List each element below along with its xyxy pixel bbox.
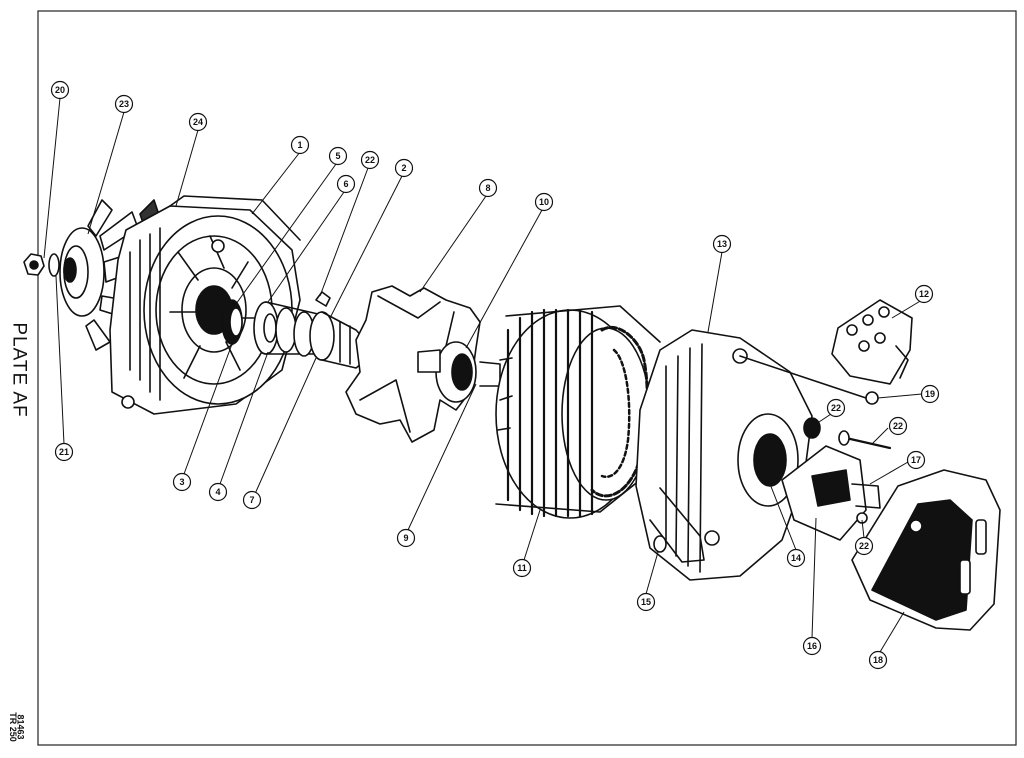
callout-5: 5 bbox=[328, 146, 348, 166]
brush-box bbox=[781, 445, 881, 541]
svg-text:1: 1 bbox=[297, 140, 302, 150]
svg-text:22: 22 bbox=[831, 403, 841, 413]
callout-12: 12 bbox=[914, 284, 934, 304]
svg-text:5: 5 bbox=[335, 151, 340, 161]
plate-frame bbox=[37, 10, 1017, 746]
svg-text:12: 12 bbox=[919, 289, 929, 299]
rotor bbox=[345, 285, 501, 443]
callout-4: 4 bbox=[208, 482, 228, 502]
svg-text:9: 9 bbox=[403, 533, 408, 543]
svg-text:21: 21 bbox=[59, 447, 69, 457]
callout-15: 15 bbox=[636, 592, 656, 612]
through-screw bbox=[803, 417, 892, 450]
callout-17: 17 bbox=[906, 450, 926, 470]
callout-9: 9 bbox=[396, 528, 416, 548]
svg-text:19: 19 bbox=[925, 389, 935, 399]
callout-20: 20 bbox=[50, 80, 70, 100]
callout-22-b: 22 bbox=[826, 398, 846, 418]
stator bbox=[495, 305, 661, 519]
pulley-nut bbox=[23, 253, 60, 277]
callout-23: 23 bbox=[114, 94, 134, 114]
svg-text:7: 7 bbox=[249, 495, 254, 505]
drive-end-bracket bbox=[109, 195, 301, 415]
callout-24: 24 bbox=[188, 112, 208, 132]
callout-22-c: 22 bbox=[888, 416, 908, 436]
callout-3: 3 bbox=[172, 472, 192, 492]
callout-22-a: 22 bbox=[360, 150, 380, 170]
svg-text:22: 22 bbox=[859, 541, 869, 551]
rectifier-pack bbox=[831, 299, 913, 405]
callout-16: 16 bbox=[802, 636, 822, 656]
callout-22-d: 22 bbox=[854, 536, 874, 556]
callout-18: 18 bbox=[868, 650, 888, 670]
svg-text:15: 15 bbox=[641, 597, 651, 607]
callout-7: 7 bbox=[242, 490, 262, 510]
svg-text:17: 17 bbox=[911, 455, 921, 465]
svg-text:20: 20 bbox=[55, 85, 65, 95]
plate-title: PLATE AF bbox=[4, 300, 34, 440]
svg-text:8: 8 bbox=[485, 183, 490, 193]
callout-11: 11 bbox=[512, 558, 532, 578]
svg-text:11: 11 bbox=[517, 563, 527, 573]
svg-text:3: 3 bbox=[179, 477, 184, 487]
callout-1: 1 bbox=[290, 135, 310, 155]
leader-lines bbox=[43, 97, 923, 653]
reference-block: 81463 TR 250 bbox=[4, 700, 44, 758]
callout-2: 2 bbox=[394, 158, 414, 178]
svg-text:13: 13 bbox=[717, 239, 727, 249]
svg-text:22: 22 bbox=[365, 155, 375, 165]
svg-text:18: 18 bbox=[873, 655, 883, 665]
callout-14: 14 bbox=[786, 548, 806, 568]
callout-19: 19 bbox=[920, 384, 940, 404]
svg-text:16: 16 bbox=[807, 641, 817, 651]
end-cover bbox=[851, 469, 1001, 631]
svg-text:6: 6 bbox=[343, 179, 348, 189]
svg-text:22: 22 bbox=[893, 421, 903, 431]
svg-text:24: 24 bbox=[193, 117, 203, 127]
callout-21: 21 bbox=[54, 442, 74, 462]
cooling-fan bbox=[59, 199, 161, 351]
callout-10: 10 bbox=[534, 192, 554, 212]
svg-text:23: 23 bbox=[119, 99, 129, 109]
callout-13: 13 bbox=[712, 234, 732, 254]
plate-label: PLATE AF bbox=[9, 322, 31, 418]
bearing-assembly bbox=[221, 291, 377, 369]
svg-text:14: 14 bbox=[791, 553, 801, 563]
callout-8: 8 bbox=[478, 178, 498, 198]
svg-text:2: 2 bbox=[401, 163, 406, 173]
svg-text:4: 4 bbox=[215, 487, 220, 497]
callout-6: 6 bbox=[336, 174, 356, 194]
svg-text:10: 10 bbox=[539, 197, 549, 207]
model-code: TR 250 bbox=[7, 712, 18, 742]
